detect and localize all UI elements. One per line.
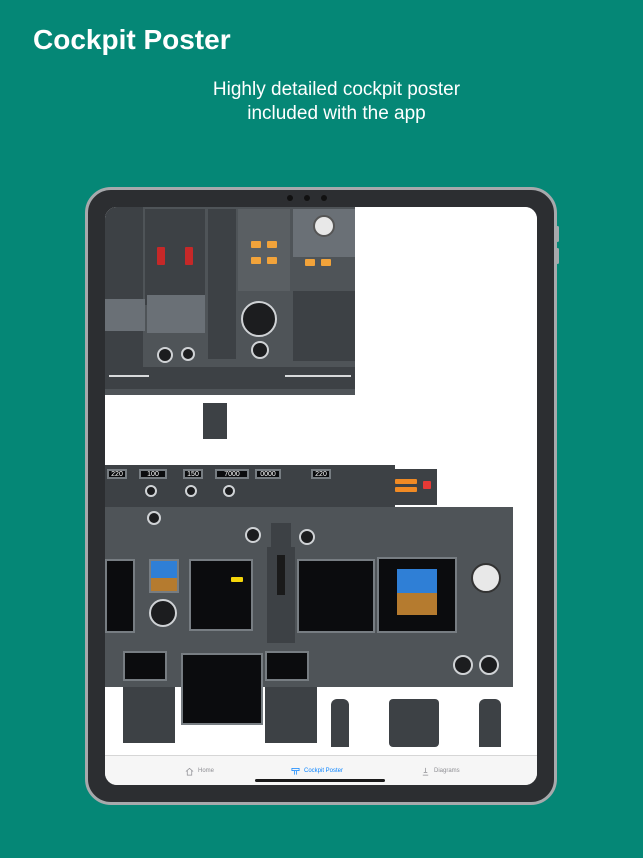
camera-dot [304, 195, 310, 201]
camera-dot [287, 195, 293, 201]
control-yoke-right [479, 699, 501, 747]
captain-pfd [105, 559, 135, 633]
tab-diagrams-label: Diagrams [434, 768, 460, 774]
diagram-icon [422, 767, 429, 775]
standby-attitude [149, 559, 179, 593]
tab-home-label: Home [198, 768, 215, 774]
page-subheading: Highly detailed cockpit poster included … [0, 78, 643, 126]
efis-panel [335, 469, 437, 505]
tab-cockpit-poster-label: Cockpit Poster [304, 768, 344, 774]
center-display [181, 653, 263, 725]
house-icon [185, 767, 194, 775]
subheading-line-2: included with the app [247, 103, 426, 124]
engine-display [267, 547, 295, 643]
poster-icon [291, 767, 300, 775]
cdu-right [265, 687, 317, 743]
course-display: 100 [139, 469, 167, 479]
camera-dot [321, 195, 327, 201]
cockpit-poster[interactable]: 220 100 150 7000 0000 220 [105, 207, 537, 759]
ias-display: 150 [183, 469, 203, 479]
lower-display-panel [105, 647, 513, 687]
app-screen: 220 100 150 7000 0000 220 [105, 207, 537, 785]
side-button [556, 248, 559, 264]
first-officer-nd [297, 559, 375, 633]
standby-altimeter [149, 599, 177, 627]
standby-compass [203, 403, 227, 439]
control-yoke [331, 699, 349, 747]
speed-left-display: 220 [107, 469, 127, 479]
tab-bar: Home Cockpit Poster Diagrams [105, 755, 537, 785]
captain-nd [189, 559, 253, 631]
clock [471, 563, 501, 593]
tab-diagrams[interactable]: Diagrams [421, 756, 460, 785]
first-officer-pfd [377, 557, 457, 633]
ipad-frame: 220 100 150 7000 0000 220 [85, 187, 559, 805]
subheading-line-1: Highly detailed cockpit poster [212, 79, 461, 100]
vs-display: 0000 [255, 469, 281, 479]
speed-right-display: 220 [311, 469, 331, 479]
tab-home[interactable]: Home [185, 756, 214, 785]
page-heading: Cockpit Poster [33, 24, 231, 55]
tab-cockpit-poster[interactable]: Cockpit Poster [291, 756, 343, 785]
overhead-panel [105, 207, 355, 395]
altitude-display: 7000 [215, 469, 249, 479]
side-button [556, 226, 559, 242]
home-indicator[interactable] [255, 779, 385, 782]
cdu-left [123, 687, 175, 743]
control-panel-unit [389, 699, 439, 747]
